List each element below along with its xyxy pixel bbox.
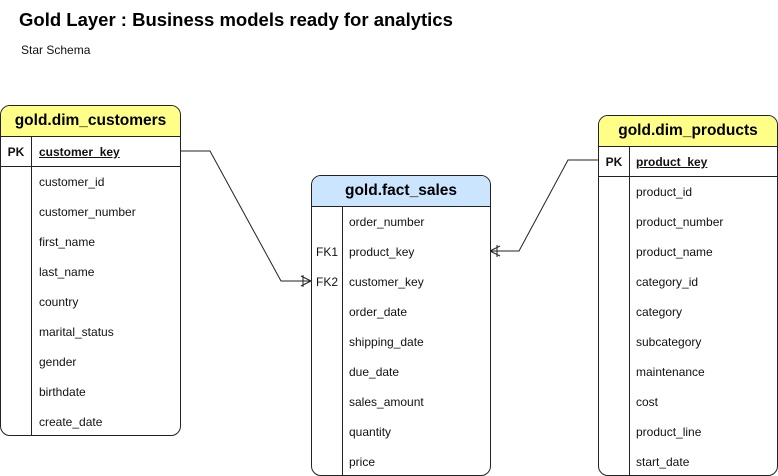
field-name: gender: [39, 355, 77, 369]
key-label: [312, 357, 342, 387]
field-name: customer_key: [39, 145, 120, 159]
field-name: last_name: [39, 265, 95, 279]
field-name: country: [39, 295, 79, 309]
table-row[interactable]: create_date: [1, 407, 180, 435]
key-label: [312, 297, 342, 327]
table-row[interactable]: product_name: [599, 237, 777, 267]
field-name: first_name: [39, 235, 96, 249]
key-label: [312, 327, 342, 357]
field-name: subcategory: [636, 335, 702, 349]
table-row[interactable]: last_name: [1, 257, 180, 287]
table-dim-products[interactable]: gold.dim_products PK product_key product…: [598, 115, 778, 476]
key-label: FK2: [315, 275, 338, 289]
field-name: category_id: [636, 275, 699, 289]
table-row[interactable]: due_date: [312, 357, 490, 387]
table-row[interactable]: subcategory: [599, 327, 777, 357]
table-row[interactable]: sales_amount: [312, 387, 490, 417]
field-name: create_date: [39, 415, 103, 429]
field-name: birthdate: [39, 385, 86, 399]
table-header: gold.dim_customers: [1, 106, 180, 137]
key-label: PK: [7, 145, 25, 159]
table-row[interactable]: product_line: [599, 417, 777, 447]
field-name: product_key: [349, 245, 415, 259]
field-name: shipping_date: [349, 335, 424, 349]
field-name: start_date: [636, 455, 690, 469]
key-label: FK1: [315, 245, 338, 259]
table-row[interactable]: marital_status: [1, 317, 180, 347]
relationship-customer-line: [181, 150, 311, 282]
field-name: product_number: [636, 215, 724, 229]
table-row[interactable]: shipping_date: [312, 327, 490, 357]
table-header: gold.dim_products: [599, 116, 777, 147]
table-row[interactable]: birthdate: [1, 377, 180, 407]
key-label: PK: [605, 155, 623, 169]
field-name: customer_number: [39, 205, 136, 219]
field-name: maintenance: [636, 365, 705, 379]
table-row[interactable]: maintenance: [599, 357, 777, 387]
crowfoot-customer-icon: [300, 275, 312, 287]
field-name: customer_key: [349, 275, 424, 289]
field-name: product_line: [636, 425, 702, 439]
key-label: [312, 417, 342, 447]
table-row[interactable]: country: [1, 287, 180, 317]
table-row-pk[interactable]: PK product_key: [599, 147, 777, 177]
table-row[interactable]: quantity: [312, 417, 490, 447]
table-row[interactable]: customer_number: [1, 197, 180, 227]
table-row[interactable]: FK2 customer_key: [312, 267, 490, 297]
page-title: Gold Layer : Business models ready for a…: [19, 9, 453, 30]
relationship-product-line: [490, 159, 598, 252]
field-name: product_name: [636, 245, 713, 259]
table-row[interactable]: category: [599, 297, 777, 327]
table-row[interactable]: cost: [599, 387, 777, 417]
table-row[interactable]: product_id: [599, 177, 777, 207]
column-divider: [342, 207, 343, 475]
table-row[interactable]: gender: [1, 347, 180, 377]
field-name: product_key: [636, 155, 708, 169]
table-row[interactable]: category_id: [599, 267, 777, 297]
key-label: [312, 387, 342, 417]
field-name: order_date: [349, 305, 408, 319]
field-name: category: [636, 305, 683, 319]
table-row-pk[interactable]: PK customer_key: [1, 137, 180, 167]
key-label: [312, 207, 342, 237]
table-row[interactable]: order_date: [312, 297, 490, 327]
table-row[interactable]: start_date: [599, 447, 777, 475]
table-row[interactable]: FK1 product_key: [312, 237, 490, 267]
field-name: product_id: [636, 185, 693, 199]
table-row[interactable]: product_number: [599, 207, 777, 237]
table-row[interactable]: customer_id: [1, 167, 180, 197]
table-row[interactable]: price: [312, 447, 490, 475]
field-name: customer_id: [39, 175, 105, 189]
field-name: quantity: [349, 425, 392, 439]
field-name: cost: [636, 395, 659, 409]
column-divider: [31, 137, 32, 435]
column-divider: [629, 147, 630, 475]
page-subtitle: Star Schema: [21, 43, 91, 57]
table-row[interactable]: first_name: [1, 227, 180, 257]
field-name: due_date: [349, 365, 400, 379]
field-name: order_number: [349, 215, 425, 229]
table-header: gold.fact_sales: [312, 176, 490, 207]
table-dim-customers[interactable]: gold.dim_customers PK customer_key custo…: [0, 105, 181, 436]
table-row[interactable]: order_number: [312, 207, 490, 237]
crowfoot-product-icon: [489, 245, 501, 257]
field-name: sales_amount: [349, 395, 424, 409]
key-label: [312, 447, 342, 475]
field-name: marital_status: [39, 325, 114, 339]
field-name: price: [349, 455, 376, 469]
